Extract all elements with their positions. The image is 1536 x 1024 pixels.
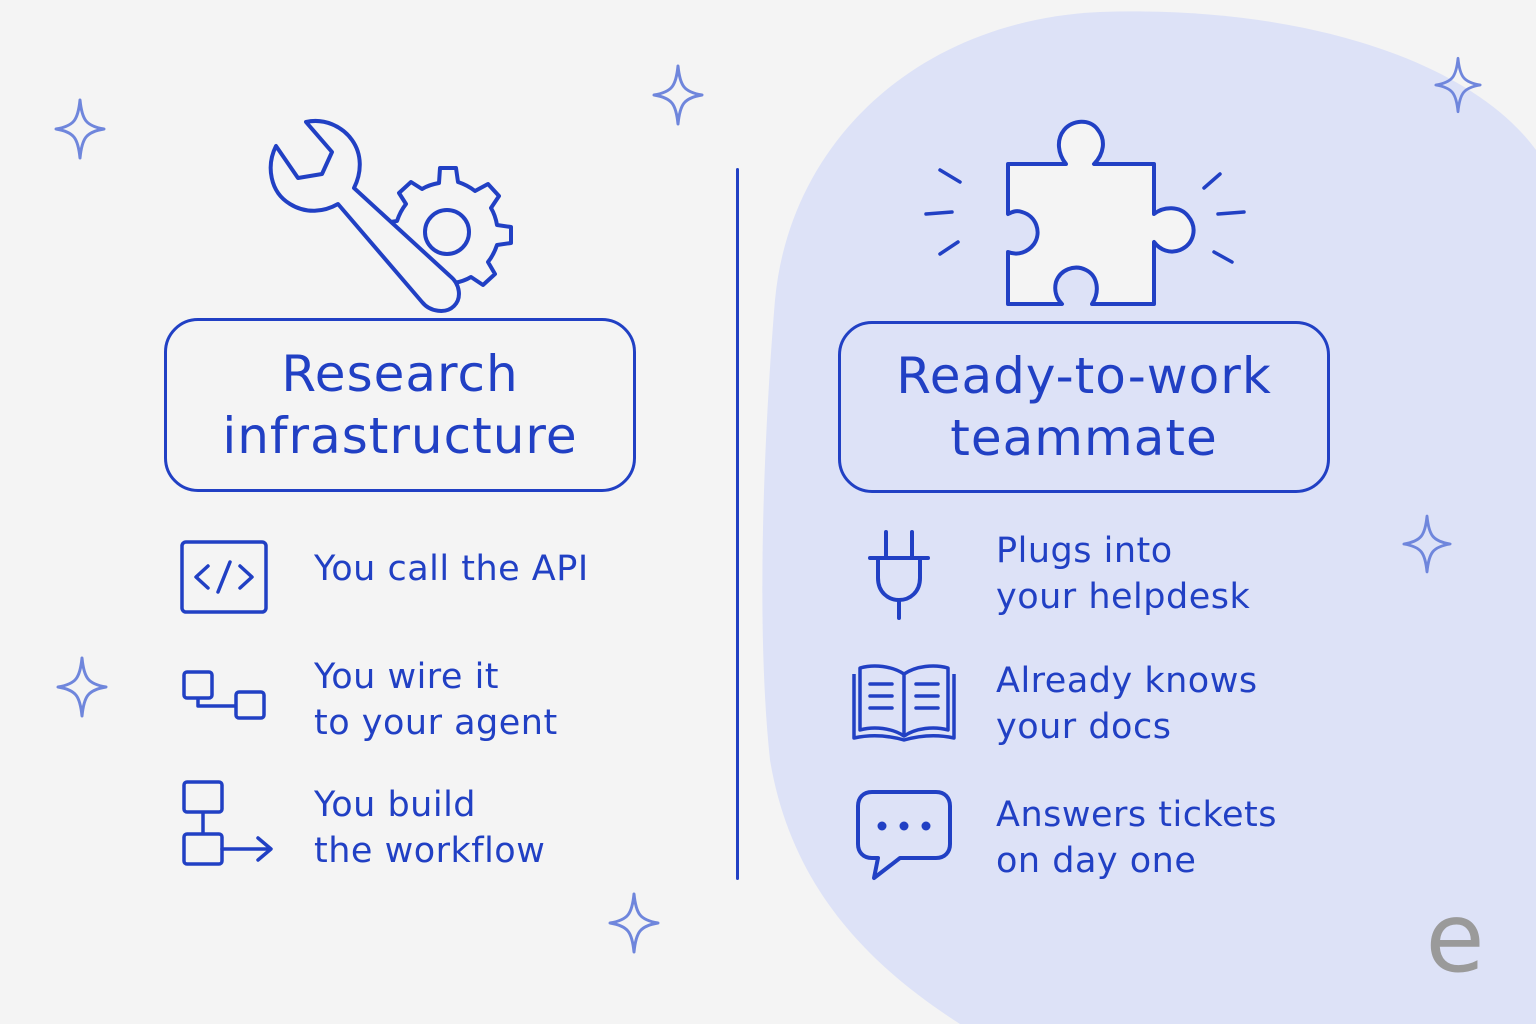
sparkle-icon	[608, 892, 660, 954]
right-item-1-line-2: your helpdesk	[996, 577, 1251, 617]
right-item-2-line-2: your docs	[996, 707, 1172, 747]
left-item-2-text: You wire it to your agent	[314, 654, 558, 746]
right-title-line-1: Ready-to-work	[896, 347, 1272, 405]
center-divider	[736, 168, 739, 880]
left-item-2-line-2: to your agent	[314, 703, 558, 743]
sparkle-icon	[1434, 56, 1482, 114]
open-book-icon	[852, 660, 956, 742]
right-item-3-line-1: Answers tickets	[996, 795, 1277, 835]
left-title-line-1: Research	[281, 345, 519, 403]
right-item-2-text: Already knows your docs	[996, 658, 1258, 750]
puzzle-piece-icon	[918, 116, 1258, 312]
wrench-and-gear-icon	[262, 112, 522, 328]
left-item-2-line-1: You wire it	[314, 657, 500, 697]
brand-logo: e	[1425, 882, 1485, 994]
left-item-3-line-2: the workflow	[314, 831, 546, 871]
sparkle-icon	[56, 656, 108, 718]
code-icon	[180, 540, 268, 614]
right-title-line-2: teammate	[950, 409, 1218, 467]
chat-bubble-icon	[854, 788, 954, 882]
left-item-1-line-1: You call the API	[314, 549, 589, 589]
sparkle-icon	[652, 64, 704, 126]
connected-nodes-icon	[182, 670, 266, 722]
workflow-icon	[182, 780, 278, 866]
left-item-1-text: You call the API	[314, 546, 589, 592]
plug-icon	[866, 530, 934, 620]
right-item-1-text: Plugs into your helpdesk	[996, 528, 1250, 620]
right-item-1-line-1: Plugs into	[996, 531, 1173, 571]
right-title-box: Ready-to-work teammate	[838, 321, 1330, 493]
left-item-3-text: You build the workflow	[314, 782, 545, 874]
left-title-box: Research infrastructure	[164, 318, 636, 492]
left-item-3-line-1: You build	[314, 785, 477, 825]
right-item-3-text: Answers tickets on day one	[996, 792, 1277, 884]
right-item-3-line-2: on day one	[996, 841, 1197, 881]
left-title-line-2: infrastructure	[222, 407, 578, 465]
sparkle-icon	[54, 98, 106, 160]
sparkle-icon	[1402, 514, 1452, 574]
right-item-2-line-1: Already knows	[996, 661, 1258, 701]
